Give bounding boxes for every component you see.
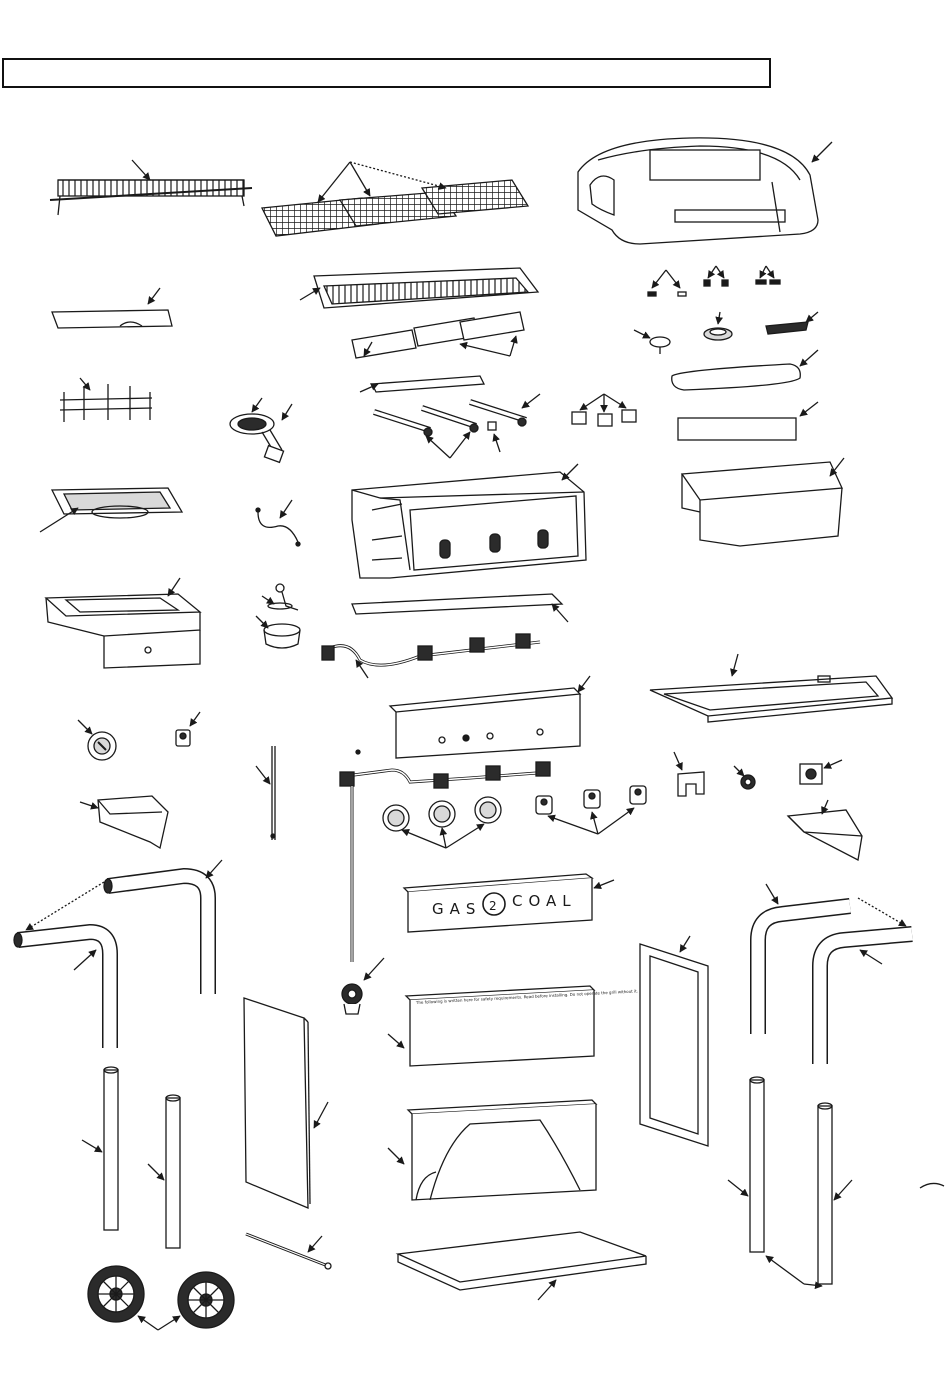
side-burner-shelf-bracket	[788, 800, 862, 860]
igniter-box	[80, 796, 168, 848]
grease-cup	[256, 616, 300, 648]
side-burner-cover	[52, 288, 172, 328]
lid-hardware	[648, 266, 780, 296]
bottom-shelf	[398, 1232, 646, 1300]
cooking-grates	[262, 162, 528, 236]
side-panel-left	[244, 998, 328, 1208]
rear-panel	[388, 1100, 596, 1200]
leg-frame-right-b	[820, 898, 912, 1064]
igniter-button	[674, 752, 842, 796]
wheels	[88, 1266, 234, 1330]
heat-shield	[352, 594, 568, 622]
manifold-hose	[322, 634, 540, 678]
firebox-brackets	[572, 394, 636, 426]
side-shelf	[682, 458, 844, 546]
heat-tents	[352, 312, 524, 358]
main-burners	[374, 394, 540, 458]
burner-tube-holder	[360, 376, 484, 392]
side-burner-grate	[60, 378, 152, 422]
leg-frame-left-b	[14, 882, 110, 1048]
legs-lower-left	[82, 1067, 180, 1248]
igniter-wire	[256, 746, 275, 840]
side-burner-box	[46, 578, 200, 668]
door-frame	[640, 936, 708, 1146]
lid-handle	[672, 350, 818, 390]
leg-frame-right-a	[758, 884, 850, 1034]
wheel-axle	[246, 1234, 331, 1269]
legs-lower-right	[728, 1077, 944, 1286]
bezel-left	[176, 712, 200, 746]
lid	[578, 138, 832, 244]
ash-pan	[40, 488, 182, 532]
electrode	[262, 584, 298, 610]
leg-frame-left-a	[104, 860, 222, 994]
firebox	[352, 464, 586, 578]
front-panel-text-right: COAL	[512, 892, 577, 910]
side-burner-knob	[78, 720, 116, 760]
side-burner	[230, 398, 292, 462]
control-panel	[390, 676, 590, 758]
main-knobs	[383, 797, 501, 848]
front-panel-text-center: 2	[489, 899, 497, 913]
warming-rack	[50, 160, 252, 215]
main-bezels	[536, 786, 646, 834]
lid-rear-panel	[678, 402, 818, 440]
thermometer-bezel	[634, 312, 818, 354]
lp-hose-regulator	[342, 958, 384, 1014]
igniter-wire	[256, 500, 300, 546]
side-shelf-frame	[650, 654, 892, 722]
grease-tray	[300, 268, 538, 308]
front-panel-text-left: GAS	[432, 900, 481, 918]
